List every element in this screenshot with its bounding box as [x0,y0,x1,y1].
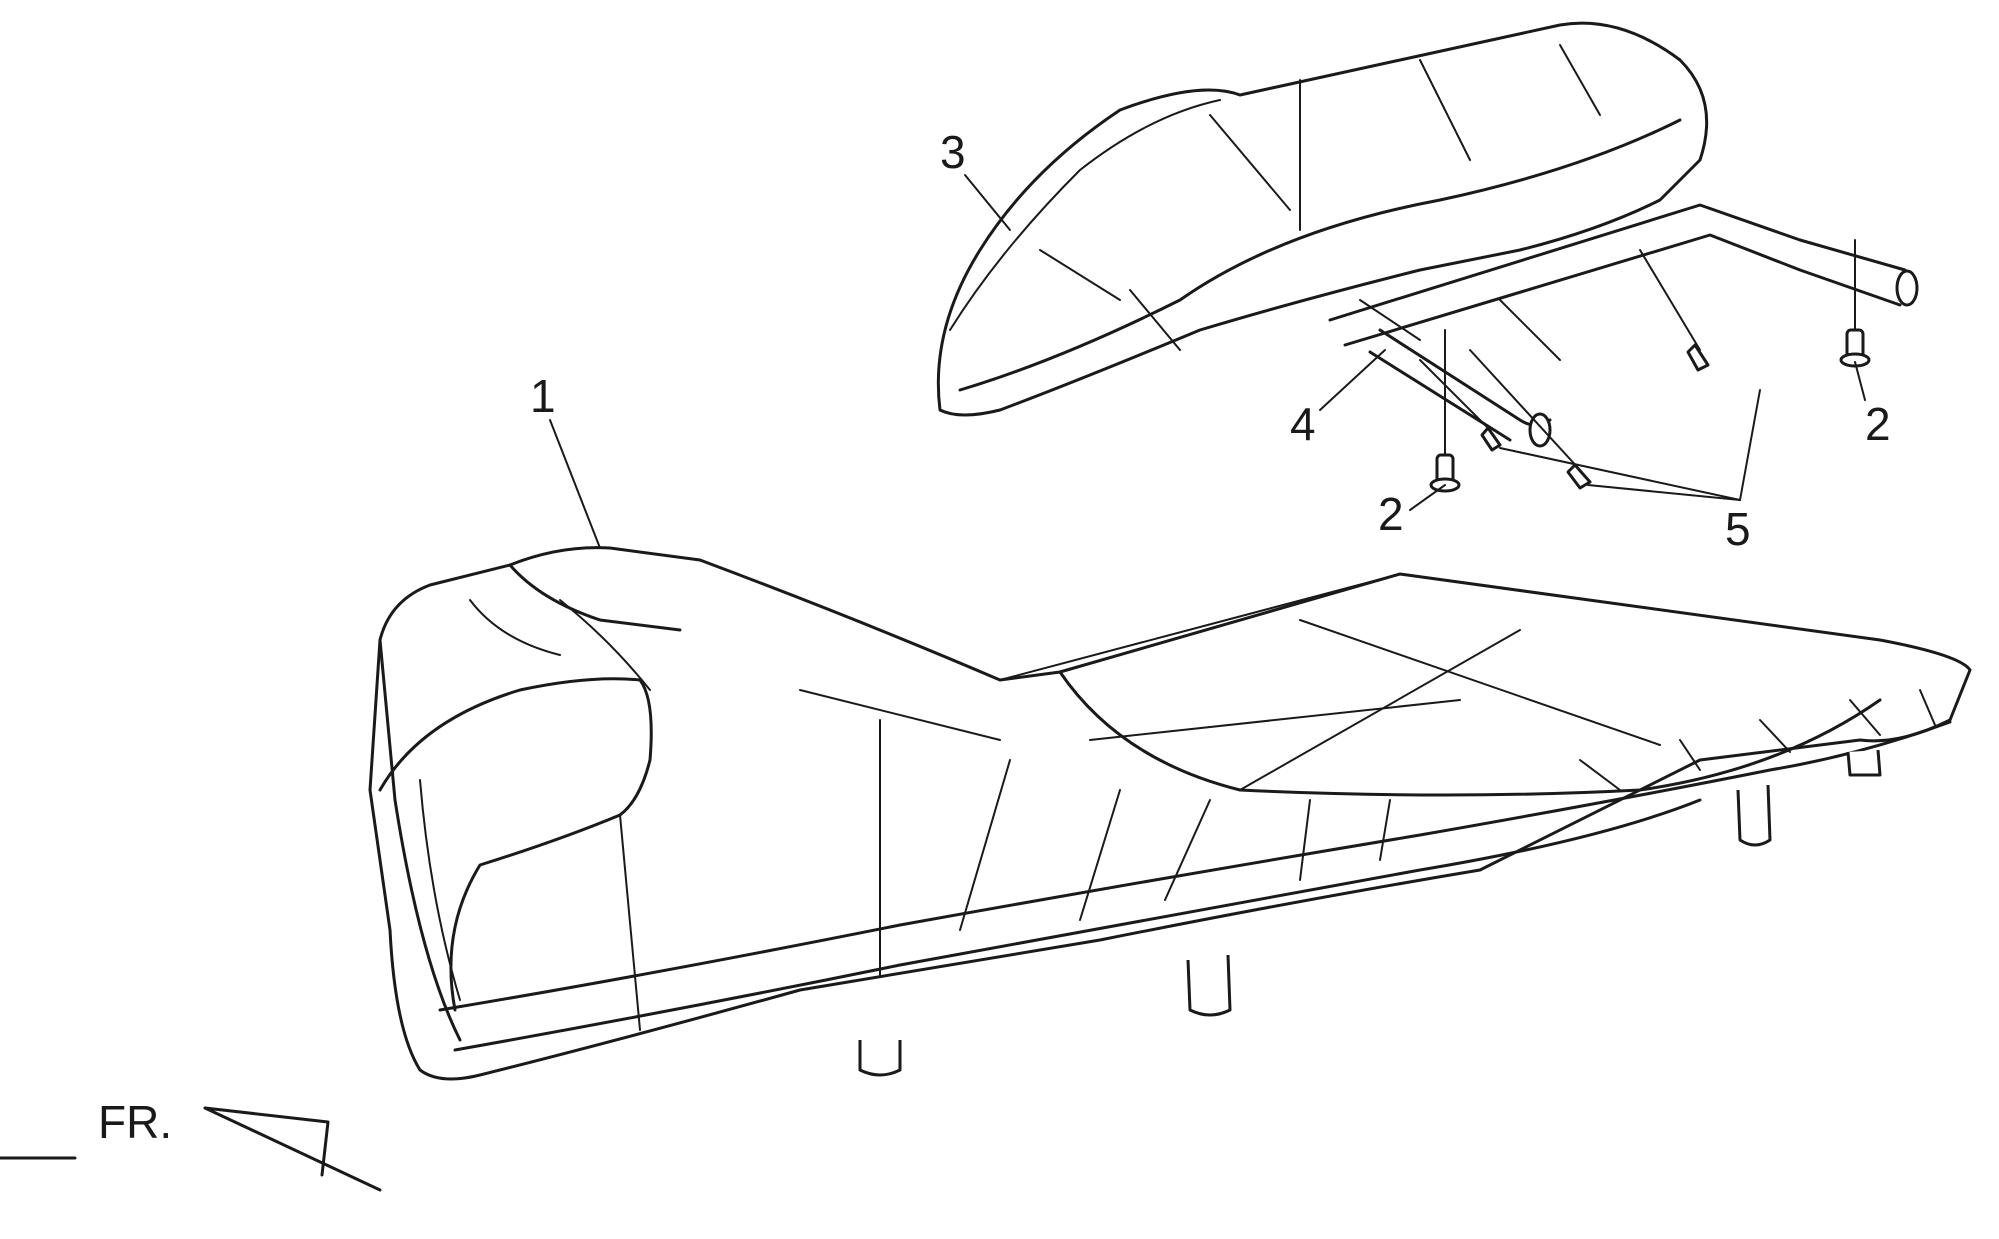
rear-seat-outline [936,21,1709,417]
main-seat-outline [368,546,1972,1081]
label-part-2-right: 2 [1865,398,1891,450]
screw-5-b [1469,349,1592,490]
screws [1419,239,1871,493]
front-arrow-icon [203,1106,382,1192]
label-part-5: 5 [1725,503,1751,555]
rear-seat-assembly [936,21,1709,417]
main-seat-assembly [368,546,1972,1081]
label-front: FR. [98,1096,172,1148]
label-part-3: 3 [940,126,966,178]
front-direction-indicator: FR. [0,1096,382,1192]
label-part-4: 4 [1290,398,1316,450]
screw-2-left [1429,329,1461,493]
screw-2-right [1839,239,1871,368]
screw-5-a [1419,359,1502,452]
grab-rail [1328,203,1919,448]
label-part-2-left: 2 [1378,488,1404,540]
label-part-1: 1 [530,370,556,422]
screw-5-c [1639,249,1710,372]
callout-leaders [549,174,1866,549]
